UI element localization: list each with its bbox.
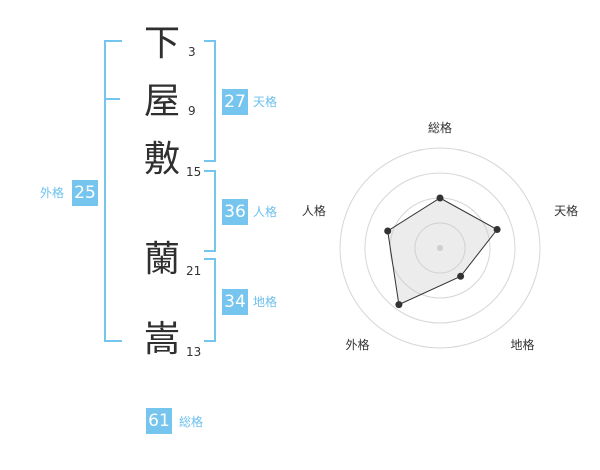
radar-point-2 xyxy=(493,226,501,233)
jinkaku-score: 36 xyxy=(222,199,248,225)
chikaku-label: 地格 xyxy=(253,295,278,309)
radar-point-4 xyxy=(395,301,403,309)
stroke-count-2: 9 xyxy=(188,104,196,118)
jinkaku-label: 人格 xyxy=(253,205,278,219)
radar-area xyxy=(387,197,498,306)
radar-axis-label-4: 外格 xyxy=(345,337,369,352)
radar-axis-label-5: 人格 xyxy=(302,203,326,218)
tenkaku-score: 27 xyxy=(222,89,248,115)
tenkaku-bracket xyxy=(204,40,216,162)
stroke-count-1: 3 xyxy=(188,45,196,59)
radar-axis-label-3: 地格 xyxy=(511,337,535,352)
radar-point-5 xyxy=(384,227,392,235)
radar-axis-label-1: 総格 xyxy=(428,120,452,135)
tenkaku-label: 天格 xyxy=(253,95,278,109)
radar-axis-label-2: 天格 xyxy=(554,203,578,218)
name-char-5: 嵩 xyxy=(143,319,180,360)
radar-point-1 xyxy=(436,194,444,202)
stroke-count-3: 15 xyxy=(186,165,202,179)
chikaku-score: 34 xyxy=(222,289,248,315)
gaikaku-bracket xyxy=(104,40,122,342)
radar-point-3 xyxy=(457,272,465,280)
gaikaku-label: 外格 xyxy=(40,186,65,200)
stroke-count-5: 13 xyxy=(186,345,202,359)
radar-ring-1 xyxy=(414,222,466,274)
soukaku-score: 61 xyxy=(146,408,172,434)
gaikaku-bracket-tick xyxy=(106,98,120,100)
soukaku-label: 総格 xyxy=(179,415,204,429)
radar-center-dot xyxy=(437,245,443,251)
radar-ring-3 xyxy=(364,172,516,324)
name-char-3: 敷 xyxy=(143,139,180,180)
name-char-4: 蘭 xyxy=(143,239,180,280)
jinkaku-bracket xyxy=(204,170,216,252)
gaikaku-score: 25 xyxy=(72,180,98,206)
name-char-2: 屋 xyxy=(143,81,180,122)
stroke-count-4: 21 xyxy=(186,264,202,278)
radar-ring-4 xyxy=(339,147,541,349)
chikaku-bracket xyxy=(204,258,216,342)
name-char-1: 下 xyxy=(143,23,180,64)
